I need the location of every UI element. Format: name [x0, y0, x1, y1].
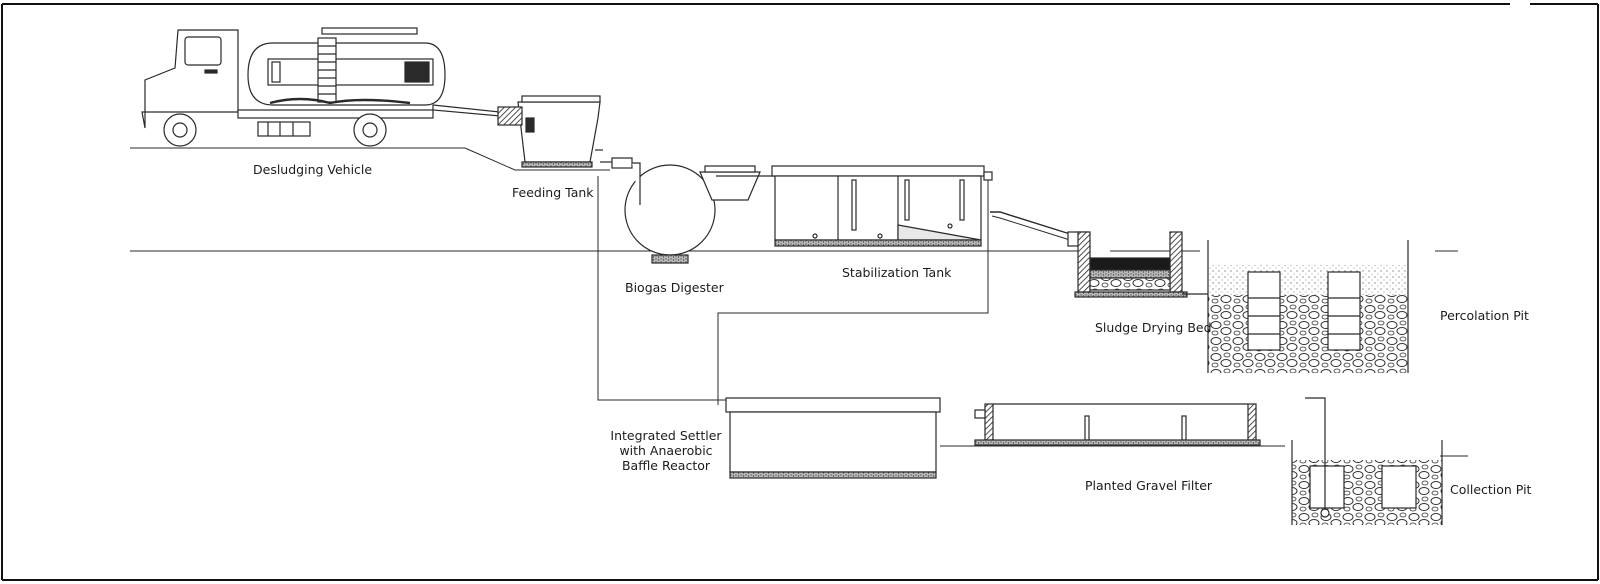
sludge-drying-bed — [1067, 231, 1208, 298]
stabilization-tank-label: Stabilization Tank — [842, 265, 952, 280]
feeding-tank-label: Feeding Tank — [512, 185, 594, 200]
collection-pit-label: Collection Pit — [1450, 482, 1532, 497]
integrated-settler-abr — [725, 397, 941, 479]
percolation-pit — [1207, 240, 1409, 373]
integrated-settler-label-line3: Baffle Reactor — [621, 458, 711, 473]
collection-pit — [1291, 397, 1443, 525]
integrated-settler-label-line2: with Anaerobic — [619, 443, 713, 458]
percolation-pit-label: Percolation Pit — [1440, 308, 1529, 323]
biogas-digester — [600, 157, 775, 264]
planted-gravel-filter — [974, 403, 1261, 446]
integrated-settler-label: Integrated Settler with Anaerobic Baffle… — [606, 428, 726, 473]
ground-lines — [130, 147, 1468, 457]
outer-frame — [1, 3, 1599, 581]
desludging-vehicle — [141, 27, 501, 147]
stabilization-tank — [771, 165, 993, 247]
sludge-drying-bed-label: Sludge Drying Bed — [1095, 320, 1212, 335]
integrated-settler-label-line1: Integrated Settler — [610, 428, 722, 443]
desludging-vehicle-label: Desludging Vehicle — [253, 162, 373, 177]
feeding-tank — [497, 95, 603, 168]
biogas-digester-label: Biogas Digester — [625, 280, 724, 295]
planted-gravel-filter-label: Planted Gravel Filter — [1085, 478, 1213, 493]
